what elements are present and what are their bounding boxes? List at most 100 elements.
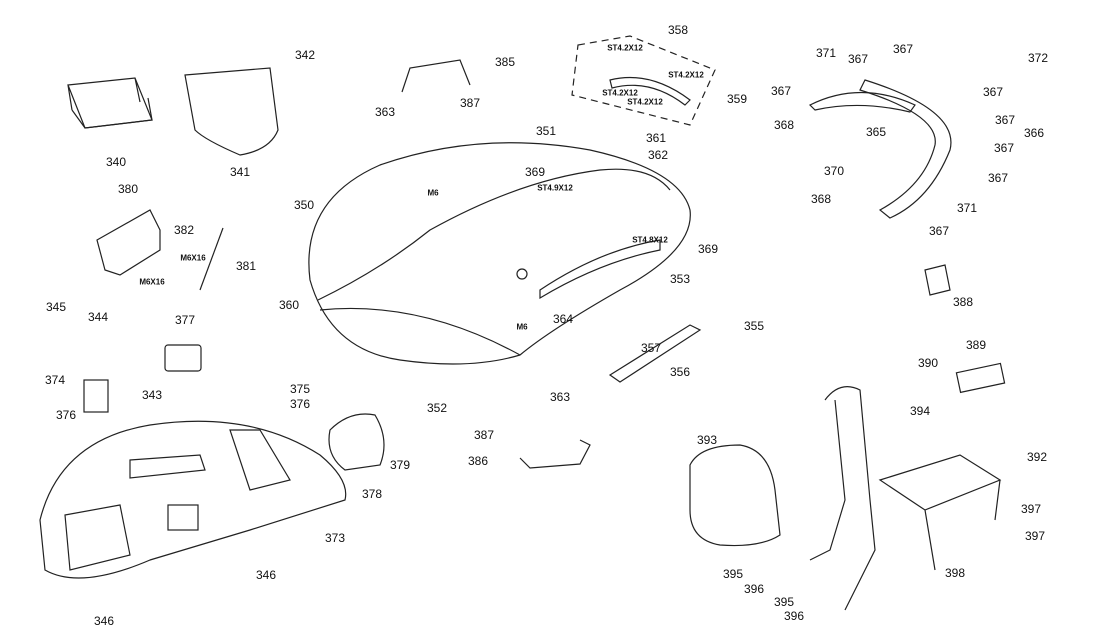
spec-label: M6X16 [180, 253, 206, 263]
part-label: 369 [697, 242, 719, 256]
part-label: 358 [667, 23, 689, 37]
part-377-pad [164, 344, 202, 372]
part-358-dashed-box [571, 35, 716, 126]
part-378-cover [328, 413, 385, 471]
part-350-body [308, 142, 691, 365]
part-label: 392 [1026, 450, 1048, 464]
part-label: 394 [909, 404, 931, 418]
part-label: 380 [117, 182, 139, 196]
part-label: 367 [994, 113, 1016, 127]
part-label: 390 [917, 356, 939, 370]
part-label: 361 [645, 131, 667, 145]
part-label: 340 [105, 155, 127, 169]
part-392-rack [809, 386, 1002, 611]
part-label: 364 [552, 312, 574, 326]
part-label: 367 [993, 141, 1015, 155]
part-label: 397 [1020, 502, 1042, 516]
spec-label: M6 [427, 188, 439, 198]
part-label: 344 [87, 310, 109, 324]
part-label: 395 [722, 567, 744, 581]
spec-label: M6 [516, 322, 528, 332]
part-label: 355 [743, 319, 765, 333]
part-label: 345 [45, 300, 67, 314]
spec-label: ST4.8X12 [632, 235, 668, 245]
part-label: 341 [229, 165, 251, 179]
part-label: 386 [467, 454, 489, 468]
part-label: 376 [289, 397, 311, 411]
part-label: 377 [174, 313, 196, 327]
part-label: 365 [865, 125, 887, 139]
part-341-cover [184, 67, 279, 156]
part-386-handle [519, 439, 591, 469]
part-label: 369 [524, 165, 546, 179]
part-label: 374 [44, 373, 66, 387]
part-label: 363 [549, 390, 571, 404]
part-label: 393 [696, 433, 718, 447]
part-label: 356 [669, 365, 691, 379]
part-label: 389 [965, 338, 987, 352]
part-label: 378 [361, 487, 383, 501]
part-label: 353 [669, 272, 691, 286]
part-365-rail [808, 92, 916, 113]
part-label: 351 [535, 124, 557, 138]
spec-label: M6X16 [139, 277, 165, 287]
part-label: 357 [640, 341, 662, 355]
part-label: 376 [55, 408, 77, 422]
part-label: 362 [647, 148, 669, 162]
part-label: 395 [773, 595, 795, 609]
part-label: 387 [459, 96, 481, 110]
part-label: 343 [141, 388, 163, 402]
part-label: 367 [987, 171, 1009, 185]
part-label: 360 [278, 298, 300, 312]
spec-label: ST4.2X12 [627, 97, 663, 107]
part-373-tub [39, 420, 347, 579]
part-385-handle [401, 59, 471, 93]
part-label: 379 [389, 458, 411, 472]
part-340-box [67, 77, 153, 129]
part-label: 368 [810, 192, 832, 206]
part-label: 367 [847, 52, 869, 66]
part-label: 382 [173, 223, 195, 237]
part-label: 396 [783, 609, 805, 623]
part-label: 375 [289, 382, 311, 396]
part-label: 346 [255, 568, 277, 582]
part-label: 387 [473, 428, 495, 442]
spec-label: ST4.2X12 [602, 88, 638, 98]
part-label: 367 [892, 42, 914, 56]
part-label: 367 [928, 224, 950, 238]
part-label: 388 [952, 295, 974, 309]
part-label: 342 [294, 48, 316, 62]
part-label: 372 [1027, 51, 1049, 65]
part-label: 370 [823, 164, 845, 178]
part-355-strap [608, 324, 702, 383]
part-393-backrest [689, 444, 781, 547]
part-380-bracket [96, 209, 161, 276]
part-label: 363 [374, 105, 396, 119]
part-label: 396 [743, 582, 765, 596]
part-label: 350 [293, 198, 315, 212]
part-label: 371 [956, 201, 978, 215]
part-label: 367 [982, 85, 1004, 99]
part-label: 373 [324, 531, 346, 545]
part-label: 371 [815, 46, 837, 60]
part-388-sticker [924, 264, 951, 296]
part-label: 366 [1023, 126, 1045, 140]
spec-label: ST4.2X12 [607, 43, 643, 53]
part-label: 352 [426, 401, 448, 415]
spec-label: ST4.2X12 [668, 70, 704, 80]
part-343-plate [83, 379, 109, 413]
part-label: 359 [726, 92, 748, 106]
part-label: 397 [1024, 529, 1046, 543]
part-389-reflector [955, 362, 1006, 394]
spec-label: ST4.9X12 [537, 183, 573, 193]
part-381-rod [199, 227, 224, 291]
part-358-trim [609, 76, 691, 106]
part-366-rail [859, 79, 952, 219]
part-label: 346 [93, 614, 115, 628]
part-label: 385 [494, 55, 516, 69]
part-label: 381 [235, 259, 257, 273]
part-label: 368 [773, 118, 795, 132]
part-label: 398 [944, 566, 966, 580]
